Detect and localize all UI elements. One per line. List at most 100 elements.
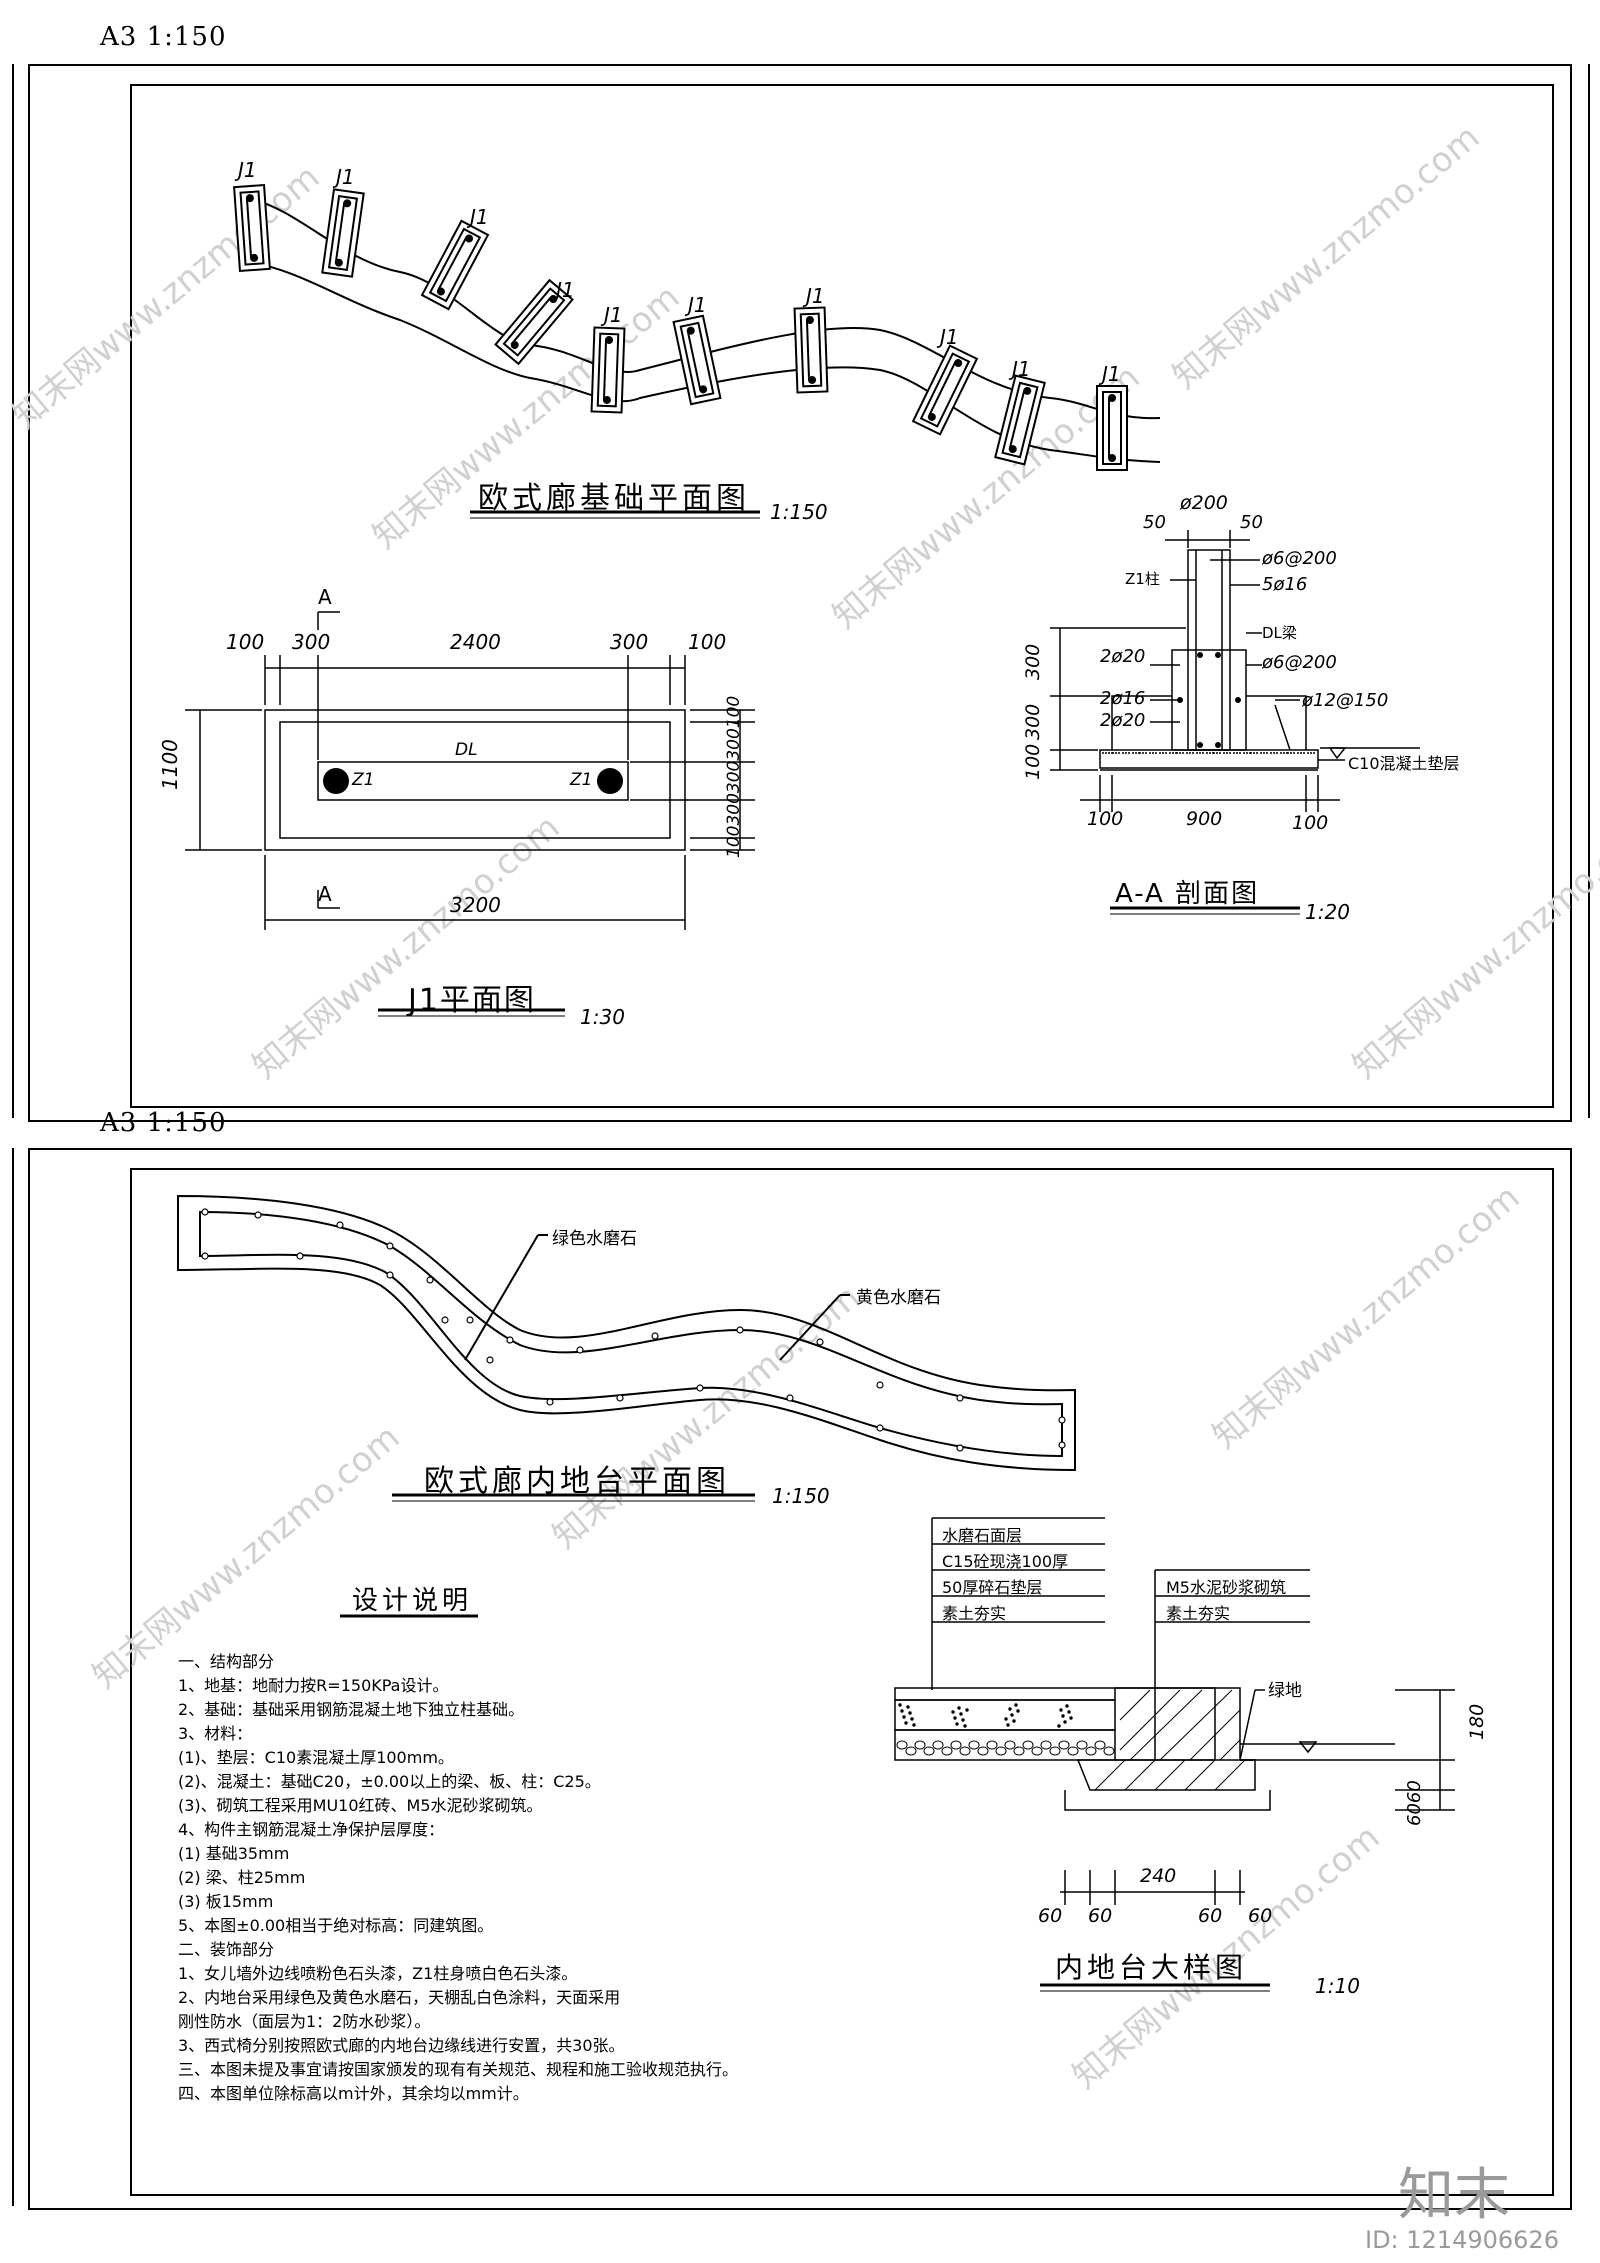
sec-dim-left-0: 300 [1022,643,1044,680]
sheet2-label: A3 1:150 [100,1108,227,1138]
footing-label: J1 [336,165,355,189]
note-line: 三、本图未提及事宜请按国家颁发的现有有关规范、规程和施工验收规范执行。 [178,2060,739,2079]
platform-edge-dot [956,1444,964,1452]
platform-edge-dot [201,1252,209,1260]
dim-top-1: 300 [292,630,331,654]
section-title: A-A 剖面图 [1115,879,1260,909]
platform-edge-dot [616,1394,624,1402]
layer-label: 素土夯实 [942,1604,1007,1623]
dim-240: 240 [1140,1865,1177,1887]
platform-edge-dot [546,1398,554,1406]
platform-edge-dot [506,1336,514,1344]
footing-j1 [1096,385,1128,471]
sheet2-outer-frame [28,1148,1572,2210]
note-line: (3) 板15mm [178,1892,274,1911]
note-line: 一、结构部分 [178,1652,275,1671]
base-bar: ø12@150 [1302,690,1389,711]
sec-dim-left-1: 300 [1022,703,1044,740]
right-sheet-edge-1 [1588,64,1600,1118]
section-scale: 1:20 [1305,900,1350,924]
foundation-plan-title: 欧式廊基础平面图 [478,481,750,516]
pad-label: C10混凝土垫层 [1348,754,1460,773]
note-line: 二、装饰部分 [178,1940,275,1959]
layer-label: M5水泥砂浆砌筑 [1166,1578,1286,1597]
dim-top-0: 100 [226,630,265,654]
column-label-right: Z1 [570,770,593,790]
platform-edge-dot [576,1346,584,1354]
dim-bottom: 3200 [450,893,501,917]
corridor-lower-edge [247,261,1161,463]
platform-edge-dot [426,1276,434,1284]
platform-edge-dot [1058,1441,1066,1449]
dl-label: DL梁 [1262,624,1297,642]
layer-label: C15砼现浇100厚 [942,1552,1069,1571]
brand-id: ID: 1214906626 [1365,2226,1559,2254]
note-line: (2)、混凝土：基础C20，±0.00以上的梁、板、柱：C25。 [178,1772,601,1791]
note-line: 2、内地台采用绿色及黄色水磨石，天棚乱白色涂料，天面采用 [178,1988,621,2007]
platform-edge-dot [956,1394,964,1402]
footing-j1 [672,314,722,406]
dim-bottom-60: 60 [1038,1905,1063,1927]
j1-plan-title: J1平面图 [408,983,536,1018]
platform-edge-dot [876,1424,884,1432]
platform-edge-dot [386,1242,394,1250]
detail-title: 内地台大样图 [1055,1951,1248,1984]
footing-j1 [233,183,271,273]
dim-50b: 50 [1240,512,1263,533]
green-space-label: 绿地 [1268,1681,1302,1701]
platform-edge-dot [736,1326,744,1334]
detail-scale: 1:10 [1315,1974,1360,1998]
footing-label: J1 [1012,357,1031,381]
note-line: 2、基础：基础采用钢筋混凝土地下独立柱基础。 [178,1700,525,1719]
note-line: 1、地基：地耐力按R=150KPa设计。 [178,1676,449,1695]
platform-edge-dot [651,1332,659,1340]
note-line: 1、女儿墙外边线喷粉色石头漆，Z1柱身喷白色石头漆。 [178,1964,578,1983]
platform-edge-dot [466,1316,474,1324]
note-line: 3、西式椅分别按照欧式廊的内地台边缘线进行安置，共30张。 [178,2036,625,2055]
design-notes-title: 设计说明 [352,1586,473,1616]
footing-label: J1 [1102,362,1121,386]
note-line: (3)、砌筑工程采用MU10红砖、M5水泥砂浆砌筑。 [178,1796,543,1815]
beam-label: DL [455,740,478,760]
platform-edge-dot [1058,1416,1066,1424]
dim-6060: 6060 [1404,1780,1425,1826]
platform-edge-dot [876,1381,884,1389]
dim-left: 1100 [158,739,182,790]
j1-plan-scale: 1:30 [580,1005,625,1029]
footing-label: J1 [940,325,959,349]
platform-plan-title: 欧式廊内地台平面图 [424,1464,730,1499]
dim-bottom-60: 60 [1198,1905,1223,1927]
platform-edge-dot [336,1221,344,1229]
platform-edge-dot [386,1271,394,1279]
layer-label: 50厚碎石垫层 [942,1578,1043,1597]
beam-ring-bar: ø6@200 [1262,652,1337,673]
footing-j1 [911,344,979,436]
platform-edge-dot [201,1208,209,1216]
column-label-left: Z1 [352,770,375,790]
col-dia: ø200 [1180,492,1228,514]
z1-label: Z1柱 [1125,570,1160,588]
ring-bar: ø6@200 [1262,548,1337,569]
dim-50a: 50 [1143,512,1166,533]
footing-label: J1 [604,303,623,327]
beam-mid-bar: 2ø16 [1100,688,1146,709]
platform-edge-dot [486,1356,494,1364]
note-line: 4、构件主钢筋混凝土净保护层厚度： [178,1820,445,1839]
footing-label: J1 [238,158,257,182]
sec-dim-bottom-0: 100 [1087,808,1124,830]
note-line: 5、本图±0.00相当于绝对标高：同建筑图。 [178,1916,494,1935]
layer-label: 素土夯实 [1166,1604,1231,1623]
dim-bottom-60: 60 [1088,1905,1113,1927]
section-mark-bottom: A [318,882,332,906]
note-line: (2) 梁、柱25mm [178,1868,306,1887]
platform-edge-dot [254,1211,262,1219]
note-line: 刚性防水（面层为1：2防水砂浆）。 [178,2012,431,2031]
main-bar: 5ø16 [1262,574,1308,595]
left-sheet-edge-2 [0,1148,14,2206]
footing-j1 [994,374,1046,466]
dim-top-3: 300 [610,630,649,654]
dim-right: 100300300300100 [724,695,744,858]
left-sheet-edge-1 [0,64,14,1118]
footing-j1 [420,219,490,311]
